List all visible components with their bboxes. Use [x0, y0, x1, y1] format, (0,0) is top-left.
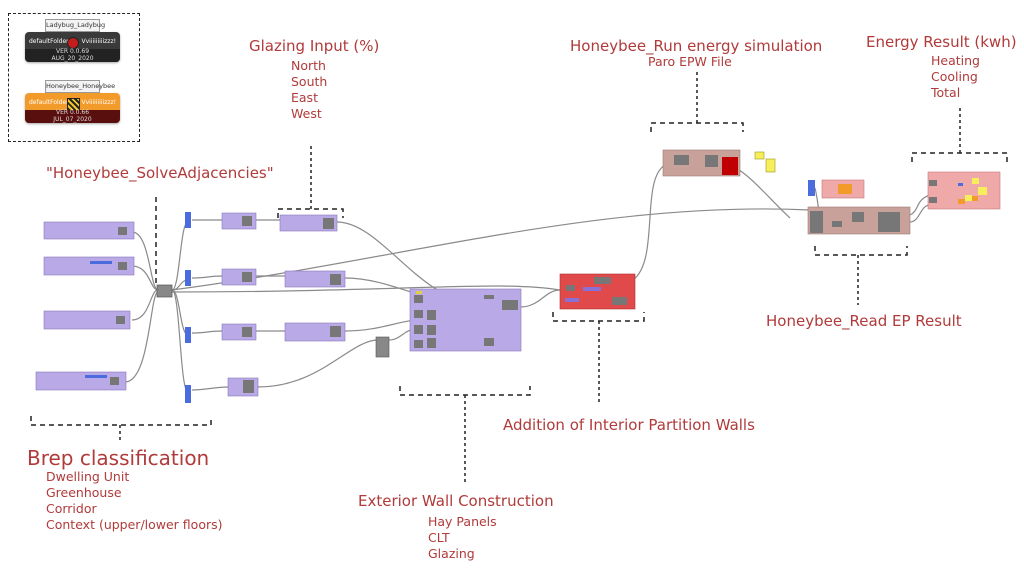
- run-energy-title: Honeybee_Run energy simulation: [570, 37, 823, 55]
- solve-adjacencies-title: "Honeybee_SolveAdjacencies": [46, 164, 274, 182]
- legend: Ladybug_Ladybug defaultFolder_ Vviiiiiii…: [8, 13, 140, 142]
- honeybee-input-label: defaultFolder_: [29, 99, 72, 106]
- ladybug-component[interactable]: Ladybug_Ladybug defaultFolder_ Vviiiiiii…: [25, 19, 120, 62]
- exterior-wall-cluster: [375, 288, 522, 358]
- run-energy-subtitle: Paro EPW File: [648, 54, 732, 69]
- exterior-wall-glazing: Glazing: [428, 546, 475, 561]
- brep-dwelling-unit: Dwelling Unit: [46, 469, 130, 484]
- brep-classification-title: Brep classification: [27, 446, 210, 470]
- energy-result-title: Energy Result (kwh): [866, 33, 1017, 51]
- slider-east: [185, 327, 191, 343]
- read-ep-title: Honeybee_Read EP Result: [766, 312, 962, 330]
- energy-result-cooling: Cooling: [931, 69, 978, 84]
- solve-adjacencies-node: [156, 284, 173, 298]
- energy-result-cluster: [927, 171, 1001, 210]
- interior-walls-title: Addition of Interior Partition Walls: [503, 416, 755, 434]
- brep-corridor: Corridor: [46, 501, 97, 516]
- glazing-north: North: [291, 58, 326, 73]
- brep-component-corridor: [43, 310, 131, 330]
- ladybug-component-title: Ladybug_Ladybug: [45, 19, 105, 32]
- exterior-wall-hay-panels: Hay Panels: [428, 514, 497, 529]
- ladybug-icon: [67, 37, 79, 49]
- brep-cluster-components: [35, 221, 135, 391]
- honeybee-component[interactable]: Honeybee_Honeybee defaultFolder_ Vviiiii…: [25, 80, 120, 123]
- glazing-west: West: [291, 106, 322, 121]
- exterior-wall-group: [409, 288, 522, 352]
- run-energy-cluster: [662, 149, 776, 177]
- solve-adjacencies-component: [156, 284, 173, 298]
- glazing-sliders: [185, 180, 815, 403]
- slider-epw: [808, 180, 815, 196]
- honeybee-component-title: Honeybee_Honeybee: [45, 80, 115, 93]
- ladybug-output-label: Vviiiiiiiiizzz!: [81, 38, 116, 45]
- exterior-wall-clt: CLT: [428, 530, 450, 545]
- wires: [124, 159, 931, 393]
- read-ep-cluster: [807, 179, 911, 235]
- interior-walls-cluster: [559, 273, 636, 310]
- exterior-wall-title: Exterior Wall Construction: [358, 492, 554, 510]
- slider-north: [185, 212, 191, 228]
- glazing-south: South: [291, 74, 328, 89]
- brep-greenhouse: Greenhouse: [46, 485, 122, 500]
- brep-component-dwelling: [43, 221, 135, 240]
- glazing-components: [221, 212, 346, 397]
- ladybug-input-label: defaultFolder_: [29, 38, 72, 45]
- honeybee-output-label: Vviiiiiiiiizzz!: [81, 99, 116, 106]
- brep-context: Context (upper/lower floors): [46, 517, 223, 532]
- energy-result-heating: Heating: [931, 53, 980, 68]
- glazing-east: East: [291, 90, 318, 105]
- slider-west: [185, 385, 191, 403]
- energy-result-total: Total: [931, 85, 961, 100]
- glazing-input-title: Glazing Input (%): [249, 37, 380, 55]
- slider-south: [185, 270, 191, 286]
- leader-lines: [119, 70, 961, 485]
